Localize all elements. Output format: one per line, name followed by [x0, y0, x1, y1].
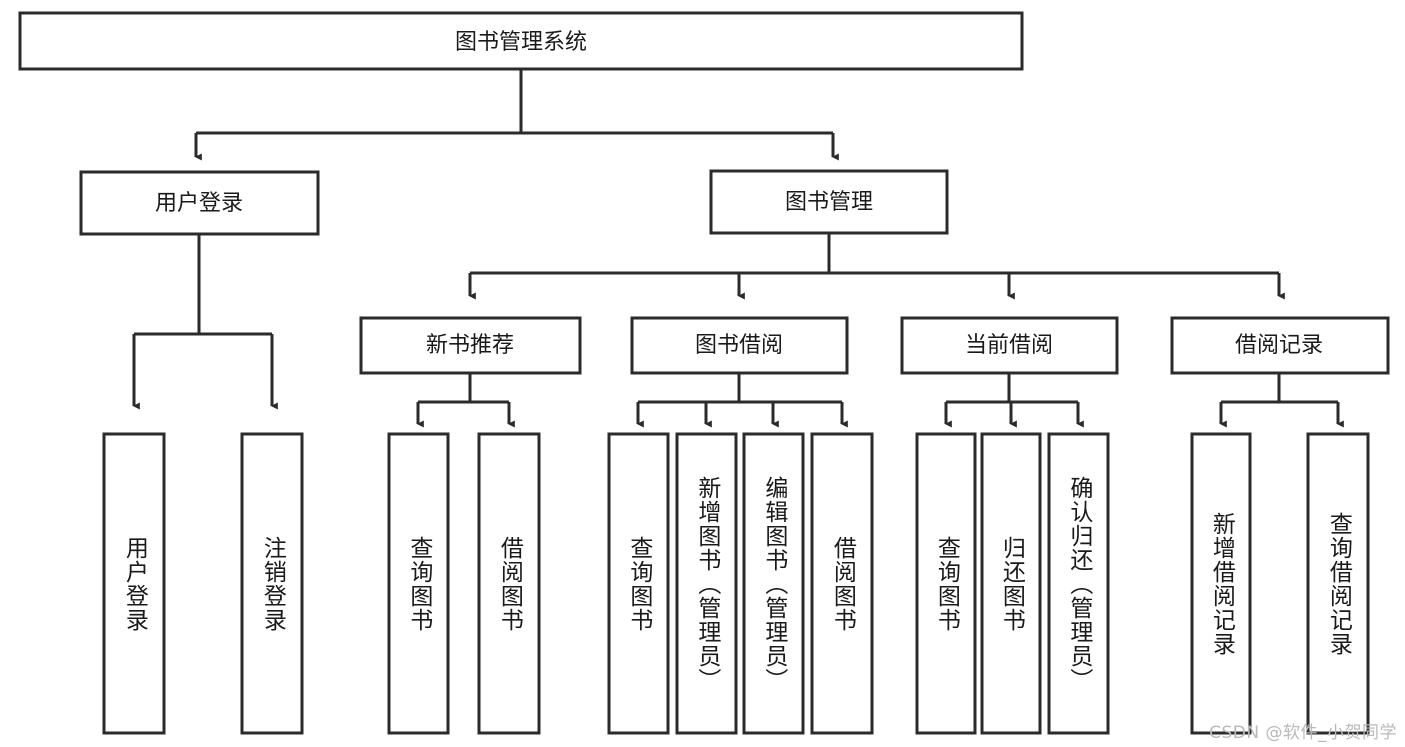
leaf-box-user-login-0[interactable]: [102, 432, 166, 735]
node-user-login-label: 用户登录: [155, 191, 243, 216]
connector-userlogin-to-leaves: [132, 234, 278, 410]
connector-newbook-to-leaves: [416, 373, 515, 428]
node-book-borrow[interactable]: 图书借阅: [630, 316, 849, 375]
node-current-borrow[interactable]: 当前借阅: [900, 316, 1119, 375]
connector-borrowrecord-to-leaves: [1219, 373, 1344, 428]
node-borrow-record-label: 借阅记录: [1235, 333, 1323, 358]
node-current-borrow-label: 当前借阅: [965, 333, 1053, 358]
leaf-box-current-1[interactable]: [980, 432, 1042, 735]
leaf-box-new-book-0[interactable]: [387, 432, 450, 735]
node-new-book-recommend[interactable]: 新书推荐: [359, 316, 582, 375]
leaf-box-record-1[interactable]: [1306, 432, 1370, 735]
node-user-login[interactable]: 用户登录: [79, 170, 320, 236]
node-root[interactable]: 图书管理系统: [18, 11, 1024, 71]
node-new-book-recommend-label: 新书推荐: [426, 333, 514, 358]
connector-root-to-level2: [194, 69, 839, 161]
node-root-label: 图书管理系统: [455, 30, 587, 55]
node-book-management-label: 图书管理: [785, 190, 873, 215]
connector-currentborrow-to-leaves: [944, 373, 1084, 428]
leaf-box-record-0[interactable]: [1190, 432, 1252, 735]
node-book-management[interactable]: 图书管理: [709, 169, 949, 235]
node-book-borrow-label: 图书借阅: [695, 333, 783, 358]
leaf-box-current-2[interactable]: [1047, 432, 1110, 735]
leaf-boxes: [102, 432, 1370, 735]
connector-bookborrow-to-leaves: [636, 373, 848, 428]
csdn-watermark: CSDN @软件_小贺同学: [1209, 723, 1397, 743]
leaf-box-new-book-1[interactable]: [477, 432, 541, 735]
leaf-box-user-login-1[interactable]: [240, 432, 304, 735]
leaf-box-book-borrow-0[interactable]: [607, 432, 670, 735]
leaf-box-book-borrow-3[interactable]: [810, 432, 874, 735]
leaf-box-book-borrow-1[interactable]: [675, 432, 738, 735]
leaf-box-current-0[interactable]: [915, 432, 977, 735]
node-borrow-record[interactable]: 借阅记录: [1170, 316, 1390, 375]
leaf-box-book-borrow-2[interactable]: [742, 432, 805, 735]
connector-bookmgmt-to-level3: [468, 233, 1285, 300]
